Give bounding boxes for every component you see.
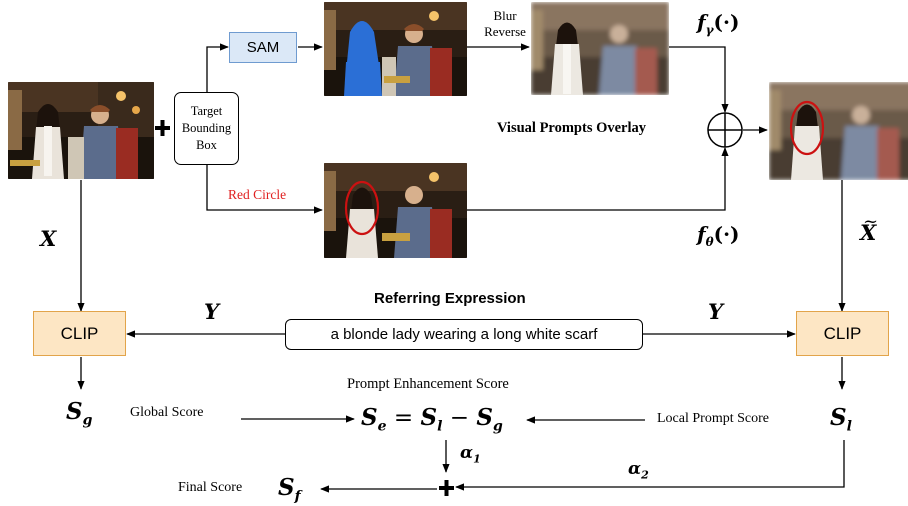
blur-reverse-label: Blur Reverse: [478, 8, 532, 40]
sam-segmented-image: [324, 2, 467, 96]
s-f-symbol: Sf: [278, 474, 301, 505]
edge-target-to-red-circle: [206, 165, 323, 214]
clip-right-label: CLIP: [823, 323, 862, 343]
x-tilde-label: X ~: [860, 211, 878, 245]
f-gamma-label: fγ(·): [697, 10, 740, 37]
red-circle-label: Red Circle: [228, 187, 287, 202]
red-circle-image: [324, 163, 467, 258]
sam-box: SAM: [229, 32, 297, 63]
visual-prompts-overlay-label: Visual Prompts Overlay: [497, 120, 647, 136]
x-input-label: X: [40, 226, 57, 251]
alpha1-label: α1: [460, 443, 481, 466]
plus-icon: [155, 120, 170, 136]
sum-plus-icon: [439, 480, 454, 496]
edge-sl-to-plus: [455, 440, 845, 491]
tilde-mark: ~: [863, 211, 879, 232]
global-score-label: Global Score: [130, 405, 204, 420]
prompt-enhancement-title: Prompt Enhancement Score: [347, 376, 509, 392]
blur-reverse-image: [531, 2, 669, 95]
alpha2-label: α2: [628, 459, 649, 482]
reverse-label: Reverse: [484, 24, 526, 39]
local-prompt-score-label: Local Prompt Score: [657, 411, 769, 426]
clip-left-box: CLIP: [33, 311, 126, 356]
s-l-symbol: Sl: [830, 404, 852, 435]
s-g-symbol: Sg: [66, 398, 93, 429]
overlay-output-image: [769, 82, 908, 180]
blur-label: Blur: [493, 8, 517, 23]
x-tilde-text: X: [860, 220, 877, 245]
y-left-label: Y: [204, 299, 219, 324]
y-right-label: Y: [708, 299, 723, 324]
clip-left-label: CLIP: [60, 323, 99, 343]
clip-right-box: CLIP: [796, 311, 889, 356]
target-box-label: Target Bounding Box: [181, 104, 232, 152]
sam-label: SAM: [246, 39, 280, 56]
edge-target-to-sam: [206, 43, 229, 92]
original-image: [8, 82, 154, 179]
enhancement-equation: Se = Sl − Sg: [361, 404, 503, 435]
referring-expression-box: a blonde lady wearing a long white scarf: [285, 319, 643, 350]
target-bounding-box: Target Bounding Box: [174, 92, 239, 165]
edge-red-circle-to-overlay: [467, 147, 729, 211]
final-score-label: Final Score: [178, 480, 243, 495]
f-theta-label: fθ(·): [697, 222, 740, 249]
referring-expression-text: a blonde lady wearing a long white scarf: [330, 326, 598, 343]
referring-expression-title: Referring Expression: [374, 290, 526, 307]
edge-blur-to-overlay: [669, 46, 729, 113]
